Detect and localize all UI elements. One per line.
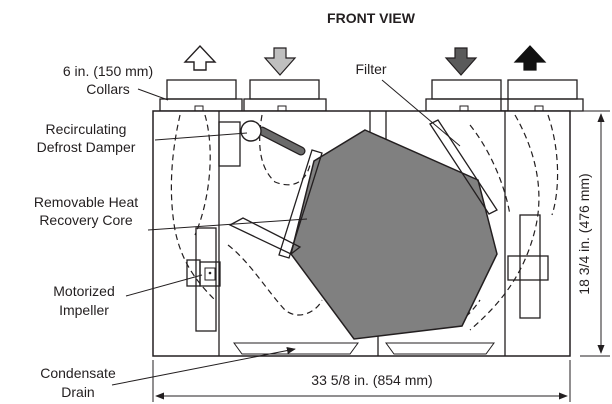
collar-2 [243, 79, 327, 112]
up-black-arrow-icon [513, 45, 547, 71]
impeller-left [186, 227, 221, 332]
drain-label-line2: Drain [61, 384, 94, 400]
core-label-line2: Recovery Core [39, 212, 133, 228]
collar-1 [159, 79, 243, 112]
down-dark-arrow-icon [444, 47, 478, 76]
damper-label-line2: Defrost Damper [37, 139, 136, 155]
core-leader [147, 218, 308, 231]
impeller-label-line1: Motorized [53, 283, 114, 299]
height-dimension: 18 3/4 in. (476 mm) [576, 110, 610, 357]
drain-leader [111, 347, 296, 386]
down-light-arrow-icon [263, 47, 297, 76]
filter-right [429, 119, 498, 215]
collar-4 [500, 79, 584, 112]
collars-label-line1: 6 in. (150 mm) [63, 63, 153, 79]
height-dimension-label: 18 3/4 in. (476 mm) [576, 173, 592, 294]
core-label-line1: Removable Heat [34, 194, 138, 210]
damper-label-line1: Recirculating [46, 121, 127, 137]
condensate-trays [233, 342, 495, 355]
impeller-label-line2: Impeller [59, 302, 109, 318]
filter-leader [381, 79, 461, 147]
width-dimension-label: 33 5/8 in. (854 mm) [311, 372, 432, 388]
collars-label-line2: Collars [86, 81, 130, 97]
heat-recovery-core [228, 119, 498, 340]
collar-3 [425, 79, 509, 112]
collars-leader [137, 88, 169, 101]
impeller-leader [125, 274, 203, 297]
width-dimension: 33 5/8 in. (854 mm) [152, 360, 571, 402]
filter-label: Filter [355, 61, 386, 77]
impeller-right [507, 214, 549, 319]
defrost-damper [240, 120, 306, 156]
damper-leader [154, 132, 248, 141]
up-outline-arrow-icon [183, 44, 217, 71]
drain-label-line1: Condensate [40, 365, 116, 381]
diagram-title: FRONT VIEW [327, 10, 416, 26]
